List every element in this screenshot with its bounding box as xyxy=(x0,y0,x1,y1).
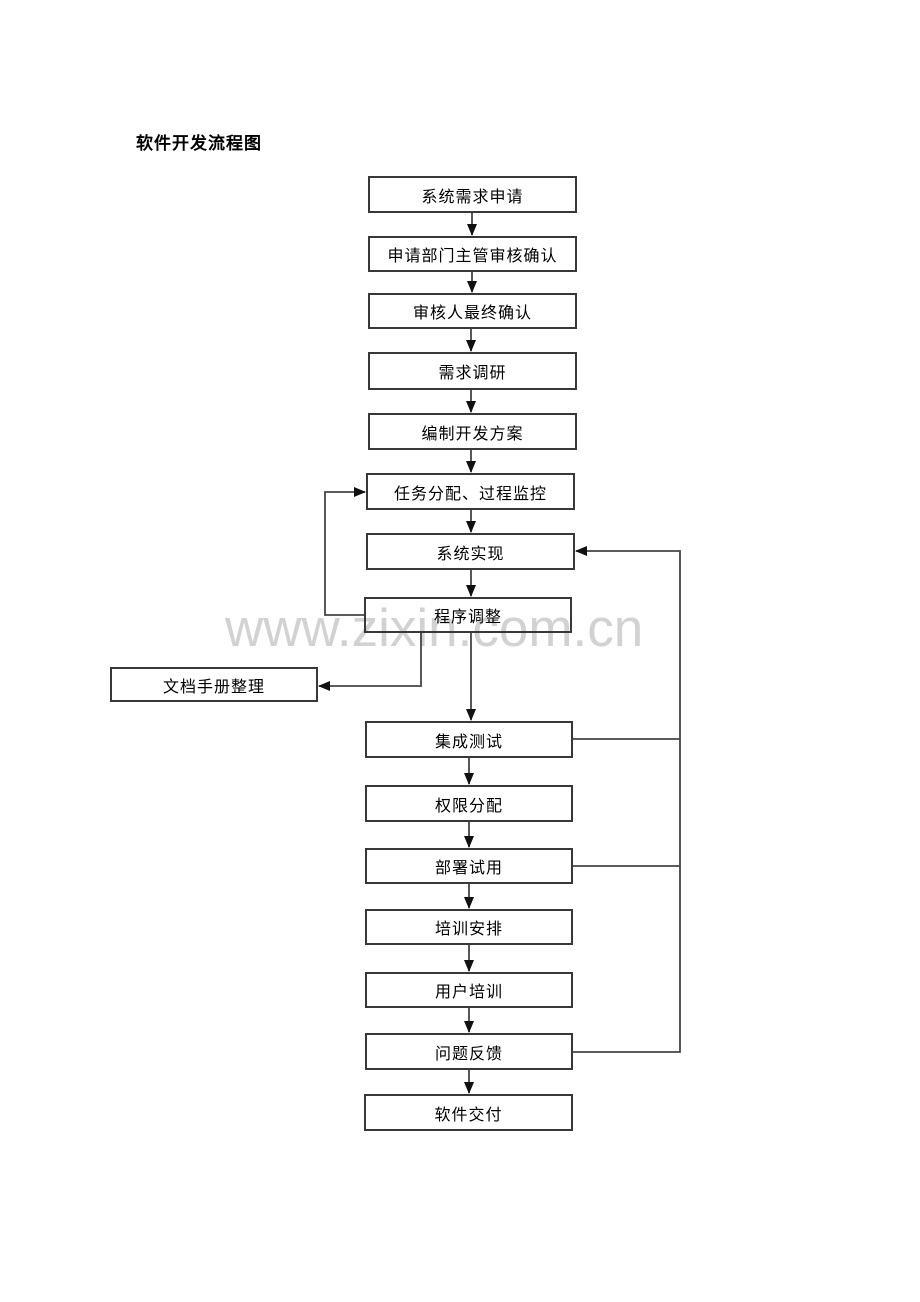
flow-edge-program-adjustment-to-document-manual xyxy=(318,633,422,691)
watermark: www.zixin.com.cn xyxy=(225,599,644,658)
flow-edge-problem-feedback-to-system-implementation-loop xyxy=(573,546,681,1053)
flow-edge-program-adjustment-to-task-assignment-loop xyxy=(324,487,366,616)
page-title: 软件开发流程图 xyxy=(136,134,262,153)
